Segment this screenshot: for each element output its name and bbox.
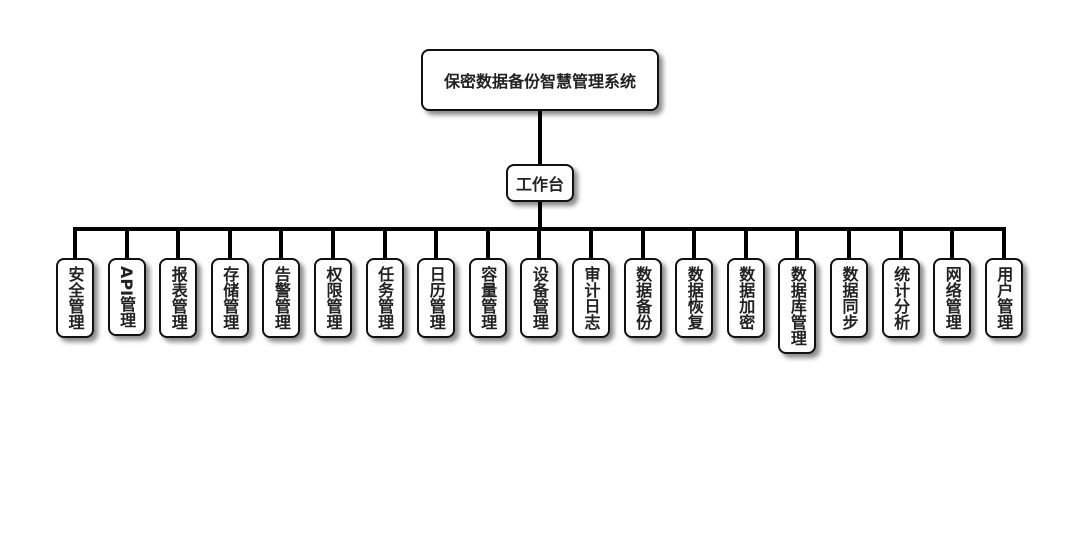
connector-leaf <box>485 229 490 258</box>
connector-branch-bus <box>538 202 542 229</box>
connector-leaf <box>279 229 284 258</box>
connector-leaf <box>434 229 439 258</box>
connector-leaf <box>382 229 387 258</box>
leaf-node[interactable]: 告警管理 <box>262 258 301 338</box>
leaf-node[interactable]: 网络管理 <box>933 258 972 338</box>
leaf-node[interactable]: 用户管理 <box>984 258 1023 338</box>
connector-leaf <box>1001 229 1006 258</box>
leaf-node[interactable]: 统计分析 <box>881 258 920 338</box>
connector-leaf <box>847 229 851 258</box>
connector-leaf <box>537 229 542 258</box>
leaf-node[interactable]: 安全管理 <box>56 258 94 338</box>
connector-leaf <box>176 229 181 258</box>
connector-leaf <box>589 229 593 258</box>
leaf-node[interactable]: API管理 <box>107 258 146 337</box>
leaf-node[interactable]: 日历管理 <box>417 258 456 338</box>
leaf-node[interactable]: 存储管理 <box>210 258 249 338</box>
connector-leaf <box>640 229 645 258</box>
leaf-node[interactable]: 数据备份 <box>623 258 662 338</box>
leaf-node[interactable]: 权限管理 <box>314 258 352 338</box>
connector-leaf <box>331 229 335 258</box>
connector-leaf <box>227 229 232 258</box>
connector-leaf <box>124 229 129 258</box>
leaf-node[interactable]: 数据恢复 <box>675 258 714 338</box>
connector-leaf <box>73 229 77 258</box>
leaf-node[interactable]: 报表管理 <box>159 258 198 338</box>
workbench-node[interactable]: 工作台 <box>506 164 574 202</box>
leaf-node[interactable]: 数据同步 <box>830 258 868 338</box>
connector-leaf <box>692 229 697 258</box>
connector-leaf <box>950 229 955 258</box>
connector-root-branch <box>538 111 542 164</box>
root-node[interactable]: 保密数据备份智慧管理系统 <box>421 49 659 111</box>
connector-leaf <box>898 229 903 258</box>
leaf-node[interactable]: 容量管理 <box>468 258 507 338</box>
leaf-node[interactable]: 数据库管理 <box>778 258 817 354</box>
connector-leaf <box>743 229 748 258</box>
leaf-node[interactable]: 数据加密 <box>726 258 765 338</box>
leaf-node[interactable]: 设备管理 <box>520 258 559 338</box>
leaf-node[interactable]: 任务管理 <box>365 258 404 338</box>
connector-leaf <box>795 229 800 258</box>
leaf-node[interactable]: 审计日志 <box>572 258 610 338</box>
